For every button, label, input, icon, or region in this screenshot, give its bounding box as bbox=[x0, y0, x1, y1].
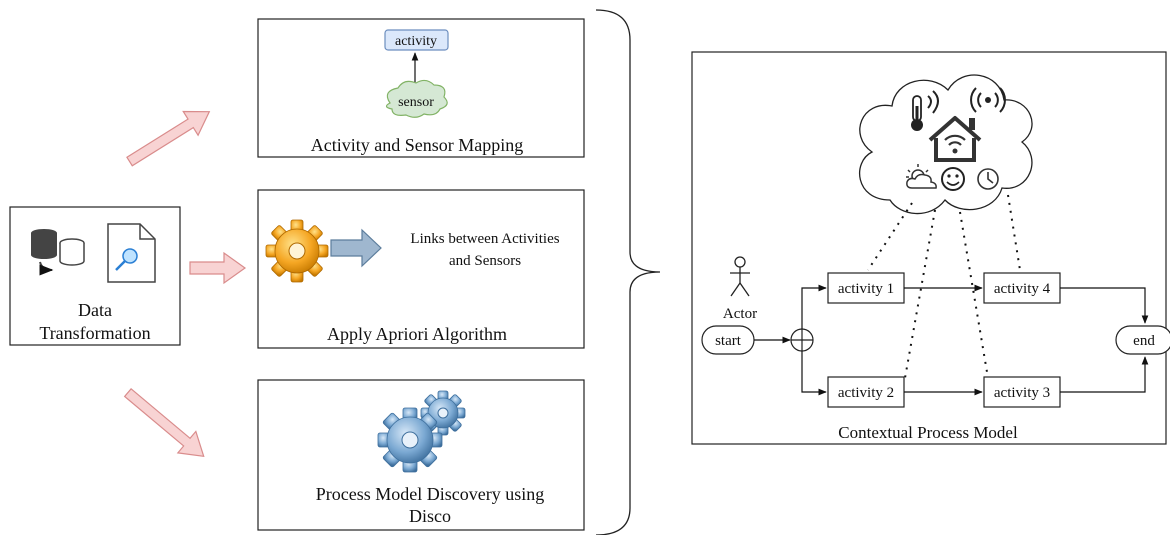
mapping-title: Activity and Sensor Mapping bbox=[311, 135, 523, 155]
arrow-to-disco bbox=[123, 387, 205, 458]
data-transformation-box: Data Transformation bbox=[9, 206, 181, 346]
wifi-signal-icon bbox=[970, 87, 1006, 113]
smiley-icon bbox=[941, 167, 965, 191]
grouping-brace bbox=[595, 9, 661, 535]
arrow-to-mapping bbox=[126, 110, 211, 167]
activity-1-label: activity 1 bbox=[838, 281, 894, 297]
disco-title-line1: Process Model Discovery using bbox=[316, 484, 544, 504]
activity-4-node bbox=[983, 272, 1061, 304]
smart-home-icon bbox=[928, 116, 982, 162]
links-line1: Links between Activities bbox=[410, 231, 559, 247]
data-label-line1: Data bbox=[78, 300, 112, 320]
clock-icon bbox=[977, 168, 999, 190]
activity-1-node bbox=[827, 272, 905, 304]
end-label: end bbox=[1133, 333, 1155, 349]
activity-3-node bbox=[983, 376, 1061, 408]
disco-box: Process Model Discovery using Disco bbox=[257, 379, 585, 531]
weather-icon bbox=[906, 164, 937, 189]
parallel-gateway bbox=[790, 328, 814, 352]
apriori-title: Apply Apriori Algorithm bbox=[327, 324, 507, 344]
database-icon bbox=[31, 229, 85, 276]
disco-title-line2: Disco bbox=[409, 506, 451, 526]
process-model-caption: Contextual Process Model bbox=[838, 423, 1018, 442]
context-links bbox=[867, 194, 1021, 379]
activity-2-node bbox=[827, 376, 905, 408]
activity-3-label: activity 3 bbox=[994, 385, 1050, 401]
start-label: start bbox=[715, 333, 742, 349]
gears-icon bbox=[377, 390, 466, 473]
activity-2-label: activity 2 bbox=[838, 385, 894, 401]
activity-tag bbox=[384, 29, 449, 51]
sensor-label: sensor bbox=[398, 95, 434, 110]
process-model-box: Actor start activity 1 activity 2 activi… bbox=[691, 51, 1170, 445]
document-search-icon bbox=[107, 223, 156, 283]
apriori-box: Links between Activities and Sensors App… bbox=[257, 189, 585, 349]
data-label-line2: Transformation bbox=[39, 323, 150, 343]
arrow-right-icon bbox=[330, 228, 382, 268]
arrow-to-apriori bbox=[189, 251, 247, 285]
thermometer-icon bbox=[911, 90, 939, 131]
gear-icon bbox=[265, 219, 329, 283]
mapping-box: activity sensor Activity and Sensor Mapp… bbox=[257, 18, 585, 158]
activity-4-label: activity 4 bbox=[994, 281, 1051, 297]
sensor-cloud bbox=[385, 79, 448, 118]
actor-label: Actor bbox=[723, 306, 757, 322]
links-line2: and Sensors bbox=[449, 253, 521, 269]
activity-tag-label: activity bbox=[395, 34, 437, 49]
end-node bbox=[1115, 325, 1170, 355]
actor-icon bbox=[730, 256, 750, 297]
